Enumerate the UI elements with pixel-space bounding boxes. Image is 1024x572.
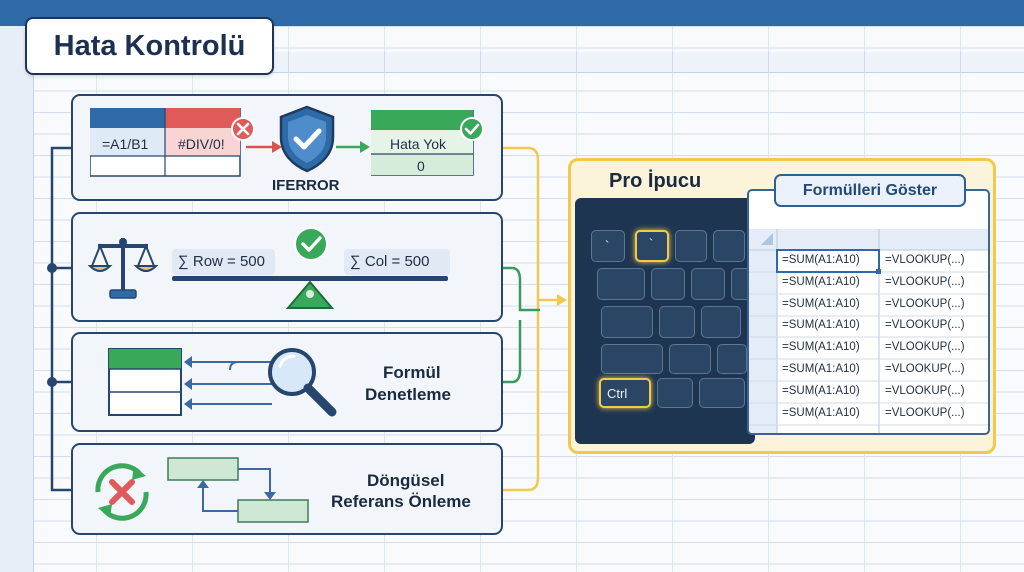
pro-tip-title: Pro İpucu <box>609 170 702 192</box>
circular-flow-icon <box>167 457 309 523</box>
page-title: Hata Kontrolü <box>53 29 246 62</box>
formula-cell-vlookup[interactable]: =VLOOKUP(...) <box>885 297 965 310</box>
row-header-bar <box>0 26 34 572</box>
formula-cell-vlookup[interactable]: =VLOOKUP(...) <box>885 275 965 288</box>
ok-check-icon <box>460 117 484 141</box>
audit-table-icon <box>108 348 182 416</box>
formula-cell-vlookup[interactable]: =VLOOKUP(...) <box>885 363 965 375</box>
circular-title-line2: Referans Önleme <box>331 492 471 511</box>
formula-cell-vlookup[interactable]: =VLOOKUP(...) <box>885 319 965 332</box>
error-x-icon <box>231 117 255 141</box>
formula-cell-sum[interactable]: =SUM(A1:A10) <box>782 319 860 332</box>
balance-beam-icon <box>172 276 448 309</box>
key <box>701 306 741 338</box>
formula-cell-sum[interactable]: =SUM(A1:A10) <box>782 297 860 310</box>
iferror-label: IFERROR <box>272 177 340 194</box>
trace-arrows-icon <box>184 356 272 410</box>
key-ctrl-label: Ctrl <box>607 386 628 401</box>
trunk-node-3 <box>47 377 57 387</box>
formula-cell: =A1/B1 <box>102 136 149 152</box>
green-connector-top <box>503 266 540 312</box>
key <box>651 268 685 300</box>
right-connector-bottom <box>503 300 540 492</box>
key <box>601 306 653 338</box>
formula-grid-lines <box>749 229 988 433</box>
magnifier-icon <box>268 348 337 417</box>
balance-check-icon <box>294 227 328 261</box>
circular-title-line1: Döngüsel <box>367 471 445 490</box>
right-connector-top <box>503 146 565 302</box>
key <box>691 268 725 300</box>
key-backtick-right-label: ` <box>649 236 654 251</box>
formula-cell-vlookup[interactable]: =VLOOKUP(...) <box>885 406 965 419</box>
keyboard-illustration: ` ` Ctrl <box>575 198 755 444</box>
formula-cell-sum[interactable]: =SUM(A1:A10) <box>782 341 860 354</box>
key-backtick-left <box>591 230 625 262</box>
formula-cell-vlookup[interactable]: =VLOOKUP(...) <box>885 341 965 354</box>
error-cell: #DIV/0! <box>178 136 225 152</box>
show-formulas-button[interactable]: Formülleri Göster <box>774 174 966 207</box>
key <box>657 378 693 408</box>
arrow-right-red-icon <box>246 141 282 153</box>
title-box: Hata Kontrolü <box>25 17 274 75</box>
formula-cell-sum[interactable]: =SUM(A1:A10) <box>782 254 860 266</box>
green-connector-bottom <box>503 320 522 384</box>
audit-title-line1: Formül <box>383 363 441 382</box>
arrow-right-green-icon <box>336 141 370 153</box>
formula-cell-vlookup[interactable]: =VLOOKUP(...) <box>885 254 965 266</box>
formula-cell-sum[interactable]: =SUM(A1:A10) <box>782 275 860 288</box>
key <box>675 230 707 262</box>
result-mini-grid <box>371 110 474 176</box>
key <box>659 306 695 338</box>
circular-cancel-icon <box>95 463 149 521</box>
key-ctrl-highlight <box>599 378 651 408</box>
show-formulas-label: Formülleri Göster <box>802 181 938 199</box>
trunk-node-2 <box>47 263 57 273</box>
right-connector-arrowhead <box>557 294 567 306</box>
key <box>597 268 645 300</box>
key <box>699 378 745 408</box>
key-backtick-highlight <box>635 230 669 262</box>
key-backtick-left-label: ` <box>605 238 610 253</box>
scales-icon <box>88 238 158 299</box>
row-sum-chip <box>172 249 275 275</box>
audit-title-line2: Denetleme <box>365 385 451 404</box>
formula-cell-vlookup[interactable]: =VLOOKUP(...) <box>885 384 965 397</box>
key <box>713 230 745 262</box>
key <box>717 344 747 374</box>
col-sum-label: ∑ Col = 500 <box>350 253 430 270</box>
col-sum-chip <box>344 249 450 275</box>
result-value: 0 <box>417 158 425 174</box>
show-formulas-sheet: =SUM(A1:A10) =VLOOKUP(...) =SUM(A1:A10) =VL… <box>747 189 990 435</box>
formula-cell-sum[interactable]: =SUM(A1:A10) <box>782 384 860 397</box>
error-mini-grid <box>90 108 241 177</box>
row-sum-label: ∑ Row = 500 <box>178 253 265 270</box>
key <box>669 344 711 374</box>
shield-check-icon <box>279 105 335 173</box>
formula-cell-sum[interactable]: =SUM(A1:A10) <box>782 406 860 419</box>
formula-cell-sum[interactable]: =SUM(A1:A10) <box>782 363 860 375</box>
result-title: Hata Yok <box>390 136 447 152</box>
key <box>601 344 663 374</box>
left-trunk-line <box>50 146 71 492</box>
circular-reference-panel <box>71 443 503 535</box>
